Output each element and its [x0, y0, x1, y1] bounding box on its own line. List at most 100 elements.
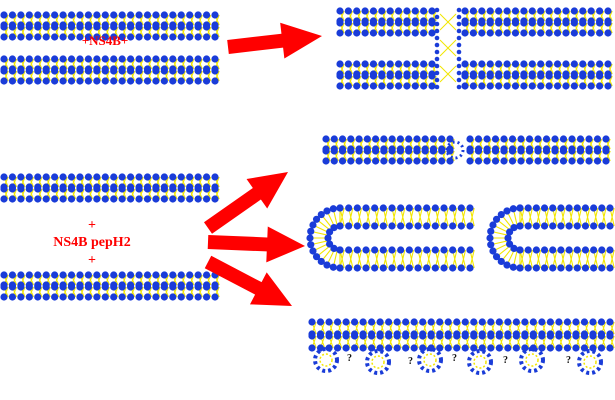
- headgroup: [487, 227, 495, 235]
- headgroup: [440, 204, 448, 212]
- headgroup: [8, 67, 17, 75]
- headgroup: [34, 173, 42, 181]
- headgroup: [342, 344, 350, 352]
- headgroup: [194, 23, 202, 31]
- headgroup: [202, 55, 211, 63]
- headgroup: [17, 77, 25, 85]
- headgroup: [427, 318, 435, 326]
- headgroup: [211, 195, 219, 203]
- headgroup: [486, 19, 494, 27]
- headgroup: [572, 332, 580, 340]
- headgroup: [562, 72, 570, 80]
- headgroup: [549, 246, 557, 254]
- headgroup: [503, 7, 511, 15]
- curved-bilayers: [306, 204, 615, 375]
- headgroup: [461, 82, 469, 90]
- headgroup: [461, 318, 469, 326]
- headgroup: [487, 241, 495, 249]
- headgroup: [135, 77, 143, 85]
- headgroup: [118, 293, 126, 301]
- headgroup: [353, 7, 361, 15]
- headgroup: [186, 67, 194, 75]
- headgroup: [528, 29, 536, 37]
- headgroup: [34, 271, 42, 279]
- headgroup: [546, 344, 555, 352]
- headgroup: [503, 29, 511, 37]
- headgroup: [585, 135, 593, 143]
- headgroup: [152, 77, 160, 85]
- headgroup: [118, 33, 126, 41]
- headgroup: [449, 246, 457, 254]
- headgroup: [362, 204, 370, 212]
- headgroup: [598, 222, 606, 230]
- headgroup: [545, 60, 553, 68]
- lipid-tails: [3, 14, 220, 26]
- lipid-tails: [469, 138, 611, 150]
- headgroup: [557, 204, 565, 212]
- headgroup: [532, 204, 540, 212]
- headgroup: [127, 33, 135, 41]
- headgroup: [17, 67, 25, 75]
- headgroup: [379, 264, 387, 272]
- headgroup: [549, 264, 557, 272]
- headgroup: [84, 185, 92, 193]
- headgroup: [393, 318, 401, 326]
- headgroup: [388, 264, 396, 272]
- headgroup: [587, 72, 595, 80]
- headgroup: [0, 55, 8, 63]
- headgroup: [478, 318, 486, 326]
- headgroup: [579, 29, 587, 37]
- headgroup: [478, 19, 486, 27]
- headgroup: [461, 332, 469, 340]
- headgroup: [495, 344, 503, 352]
- headgroup: [211, 77, 219, 85]
- headgroup: [579, 60, 587, 68]
- headgroup: [388, 157, 396, 165]
- headgroup: [565, 204, 573, 212]
- headgroup: [316, 318, 325, 326]
- headgroup: [177, 23, 185, 31]
- headgroup: [559, 135, 568, 143]
- headgroup: [434, 56, 440, 62]
- headgroup: [456, 28, 462, 34]
- headgroup: [379, 204, 387, 212]
- headgroup: [127, 195, 135, 203]
- headgroup: [177, 185, 185, 193]
- headgroup: [470, 332, 478, 340]
- headgroup: [135, 173, 143, 181]
- hemifusion-cap: [445, 140, 465, 160]
- headgroup: [440, 222, 448, 230]
- headgroup: [362, 264, 370, 272]
- headgroup: [25, 33, 33, 41]
- headgroup: [595, 60, 604, 68]
- headgroup: [186, 271, 194, 279]
- headgroup: [587, 7, 595, 15]
- headgroup: [551, 157, 559, 165]
- headgroup: [143, 55, 152, 63]
- headgroup: [511, 82, 520, 90]
- headgroup: [59, 55, 67, 63]
- headgroup: [423, 222, 431, 230]
- headgroup: [93, 271, 101, 279]
- headgroup: [359, 318, 367, 326]
- lipid-tails: [312, 210, 341, 266]
- headgroup: [411, 29, 419, 37]
- headgroup: [524, 246, 532, 254]
- headgroup: [169, 283, 177, 291]
- headgroup: [423, 264, 431, 272]
- headgroup: [497, 210, 505, 219]
- headgroup: [587, 29, 595, 37]
- headgroup: [135, 185, 143, 193]
- headgroup: [520, 7, 528, 15]
- headgroup: [428, 7, 436, 15]
- headgroup: [410, 344, 418, 352]
- headgroup: [521, 332, 529, 340]
- headgroup: [143, 77, 152, 85]
- headgroup: [420, 19, 428, 27]
- headgroup: [169, 173, 177, 181]
- headgroup: [110, 195, 118, 203]
- headgroup: [378, 72, 386, 80]
- headgroup: [520, 72, 528, 80]
- headgroup: [84, 11, 92, 19]
